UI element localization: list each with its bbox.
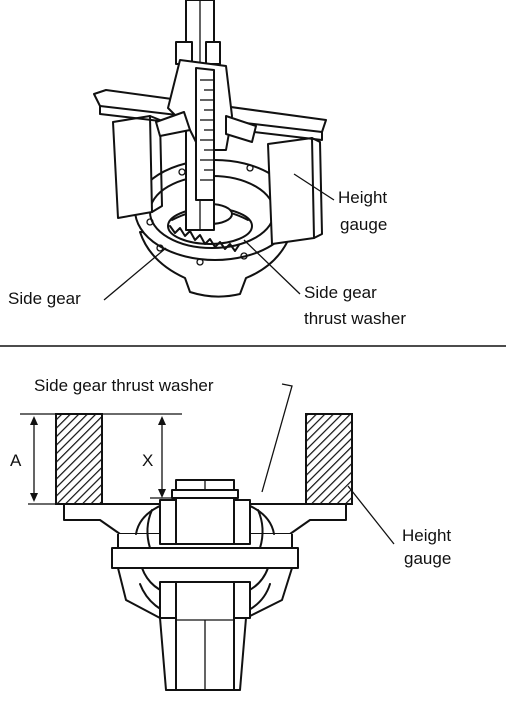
label-height-gauge-top-line1: Height bbox=[338, 188, 387, 207]
height-gauge-block-left bbox=[55, 413, 103, 505]
bottom-figure: A X bbox=[10, 376, 451, 691]
leader-height-gauge-bottom bbox=[347, 485, 395, 545]
dimension-x: X bbox=[142, 416, 178, 499]
label-thrust-washer-top-line1: Side gear bbox=[304, 283, 377, 302]
leader-height-gauge-top bbox=[293, 173, 335, 201]
label-side-gear-top: Side gear bbox=[8, 289, 81, 308]
leader-thrust-washer-bottom bbox=[261, 383, 293, 493]
label-height-gauge-bottom-line2: gauge bbox=[404, 549, 451, 568]
label-height-gauge-top-line2: gauge bbox=[340, 215, 387, 234]
label-thrust-washer-bottom: Side gear thrust washer bbox=[34, 376, 214, 395]
leader-thrust-washer-top bbox=[243, 239, 301, 295]
dimension-a: A bbox=[10, 416, 56, 505]
label-dimension-x: X bbox=[142, 451, 153, 470]
differential-cross-section bbox=[63, 479, 347, 691]
label-height-gauge-bottom-line1: Height bbox=[402, 526, 451, 545]
thrust-washer-section bbox=[171, 489, 239, 499]
top-figure: Height gauge Side gear Side gear thrust … bbox=[8, 0, 406, 328]
label-dimension-a: A bbox=[10, 451, 22, 470]
vernier-scale bbox=[155, 0, 257, 231]
height-gauge-block-right bbox=[305, 413, 353, 505]
label-thrust-washer-top-line2: thrust washer bbox=[304, 309, 406, 328]
leader-side-gear-top bbox=[103, 247, 167, 301]
